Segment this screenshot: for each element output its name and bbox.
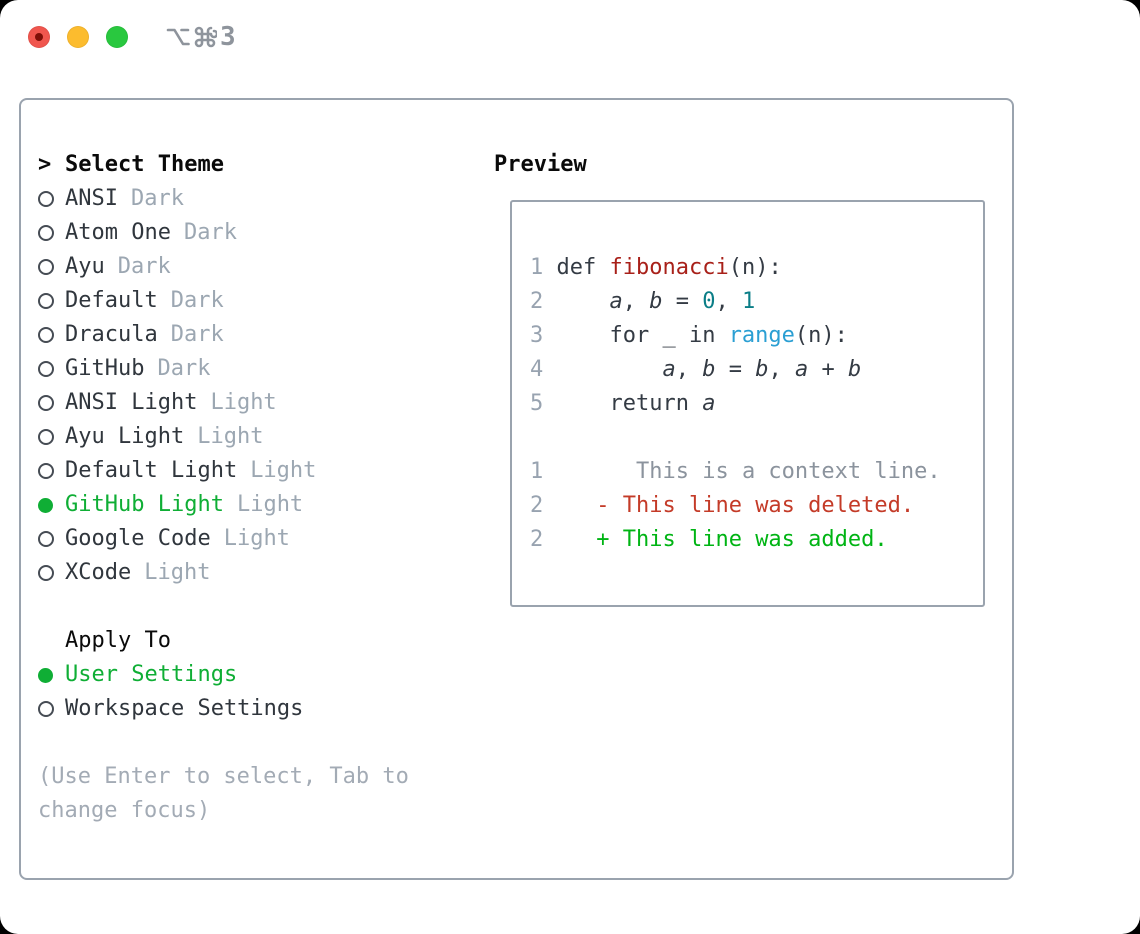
code-line: 1 def fibonacci(n): — [530, 255, 782, 280]
preview-box: 1 def fibonacci(n): 2 a, b = 0, 1 3 for _ … — [510, 200, 985, 607]
radio-icon — [38, 293, 65, 309]
code-preview: 1 def fibonacci(n): 2 a, b = 0, 1 3 for _ … — [530, 251, 941, 557]
option-label: Atom One — [65, 220, 171, 245]
theme-variant: Light — [210, 390, 277, 415]
hint-row: change focus) — [38, 794, 409, 828]
option-label: Ayu — [65, 254, 105, 279]
command-icon — [194, 26, 217, 48]
code-line: 2 - This line was deleted. — [530, 493, 915, 518]
option-icon — [166, 28, 190, 46]
minimize-button[interactable] — [67, 26, 89, 48]
theme-option-github-light[interactable]: GitHub Light Light — [38, 488, 409, 522]
code-blank-line — [530, 421, 941, 455]
hint-row: (Use Enter to select, Tab to — [38, 760, 409, 794]
theme-option-ayu-light[interactable]: Ayu Light Light — [38, 420, 409, 454]
theme-variant: Light — [250, 458, 317, 483]
radio-icon — [38, 191, 65, 207]
radio-icon — [38, 701, 65, 717]
option-label: ANSI Light — [65, 390, 198, 415]
hint-text-line1: (Use Enter to select, Tab to — [38, 764, 409, 789]
option-label: Default Light — [65, 458, 238, 483]
theme-option-ansi[interactable]: ANSI Dark — [38, 182, 409, 216]
radio-icon — [38, 259, 65, 275]
code-line: 1 This is a context line. — [530, 459, 941, 484]
radio-icon — [38, 327, 65, 343]
theme-variant: Dark — [130, 186, 184, 211]
theme-option-github[interactable]: GitHub Dark — [38, 352, 409, 386]
radio-selected-icon — [38, 497, 65, 513]
theme-variant: Dark — [157, 356, 211, 381]
apply-to-header: Apply To — [38, 624, 409, 658]
select-theme-title: Select Theme — [65, 152, 224, 177]
code-line: 4 a, b = b, a + b — [530, 357, 862, 382]
radio-icon — [38, 361, 65, 377]
radio-icon — [38, 429, 65, 445]
close-button[interactable] — [28, 26, 50, 48]
option-label: Google Code — [65, 526, 211, 551]
window-shortcut: 3 — [166, 22, 236, 52]
theme-option-google-code[interactable]: Google Code Light — [38, 522, 409, 556]
theme-variant: Light — [236, 492, 304, 517]
theme-option-xcode[interactable]: XCode Light — [38, 556, 409, 590]
radio-icon — [38, 225, 65, 241]
theme-variant: Dark — [183, 220, 237, 245]
radio-icon — [38, 531, 65, 547]
spacer — [38, 590, 409, 624]
theme-option-default-light[interactable]: Default Light Light — [38, 454, 409, 488]
theme-variant: Dark — [170, 288, 224, 313]
radio-icon — [38, 463, 65, 479]
theme-variant: Dark — [170, 322, 224, 347]
theme-option-atom-one[interactable]: Atom One Dark — [38, 216, 409, 250]
option-label: Ayu Light — [65, 424, 185, 449]
radio-selected-icon — [38, 667, 65, 683]
shortcut-digit: 3 — [220, 22, 236, 52]
option-label: XCode — [65, 560, 132, 585]
option-label: Workspace Settings — [65, 696, 304, 721]
hint-text-line2: change focus) — [38, 798, 211, 823]
zoom-button[interactable] — [106, 26, 128, 48]
prompt-caret: > — [38, 152, 52, 177]
spacer — [38, 726, 409, 760]
option-label: User Settings — [65, 662, 238, 687]
apply-option-user-settings[interactable]: User Settings — [38, 658, 409, 692]
preview-title: Preview — [494, 152, 587, 177]
theme-option-default[interactable]: Default Dark — [38, 284, 409, 318]
theme-variant: Light — [144, 560, 211, 585]
code-line: 2 + This line was added. — [530, 527, 888, 552]
apply-option-workspace-settings[interactable]: Workspace Settings — [38, 692, 409, 726]
apply-to-title: Apply To — [65, 628, 171, 653]
code-line: 3 for _ in range(n): — [530, 323, 848, 348]
theme-variant: Light — [197, 424, 264, 449]
theme-option-dracula[interactable]: Dracula Dark — [38, 318, 409, 352]
option-label: Dracula — [65, 322, 158, 347]
theme-option-ansi-light[interactable]: ANSI Light Light — [38, 386, 409, 420]
code-line: 5 return a — [530, 391, 716, 416]
code-line: 2 a, b = 0, 1 — [530, 289, 756, 314]
theme-option-ayu[interactable]: Ayu Dark — [38, 250, 409, 284]
option-label: ANSI — [65, 186, 118, 211]
select-theme-header: > Select Theme — [38, 148, 409, 182]
radio-icon — [38, 395, 65, 411]
option-label: GitHub Light — [65, 492, 224, 517]
option-label: GitHub — [65, 356, 145, 381]
option-label: Default — [65, 288, 158, 313]
radio-icon — [38, 565, 65, 581]
theme-variant: Light — [223, 526, 290, 551]
theme-variant: Dark — [117, 254, 171, 279]
